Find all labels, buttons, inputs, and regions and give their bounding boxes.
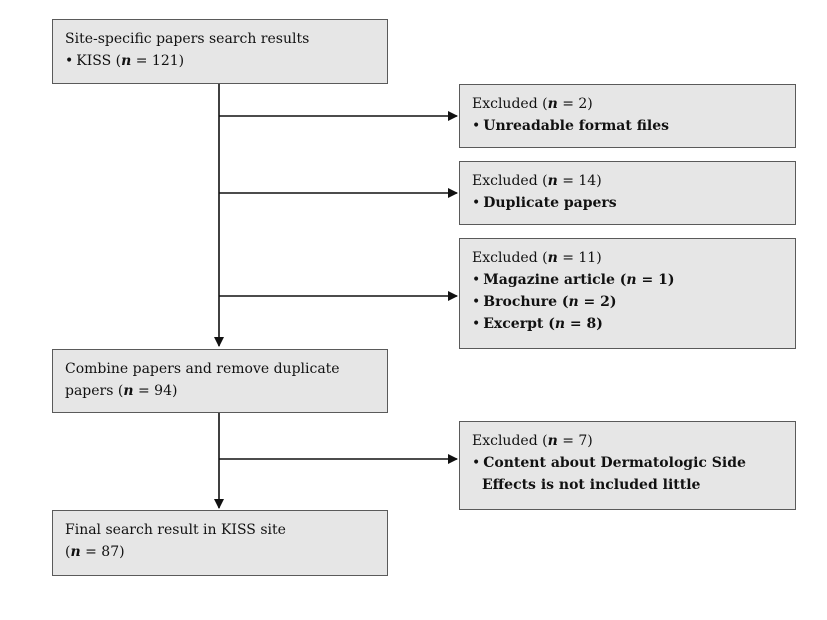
search-results-box: Site-specific papers search results KISS… [52,19,388,84]
excluded-2-item: Duplicate papers [472,192,783,214]
excluded-3-title: Excluded (n = 11) [472,250,602,266]
excluded-3-item: Excerpt (n = 8) [472,313,783,335]
excluded-box-4: Excluded (n = 7) Content about Dermatolo… [459,421,796,510]
excluded-4-title: Excluded (n = 7) [472,433,593,449]
final-result-box: Final search result in KISS site (n = 87… [52,510,388,576]
combine-line-2: papers (n = 94) [65,383,178,399]
excluded-3-item: Magazine article (n = 1) [472,269,783,291]
excluded-4-item-cont: Effects is not included little [482,477,701,493]
combine-papers-box: Combine papers and remove duplicate pape… [52,349,388,413]
excluded-box-1: Excluded (n = 2) Unreadable format files [459,84,796,148]
search-results-title: Site-specific papers search results [65,31,310,47]
final-line-2: (n = 87) [65,544,125,560]
excluded-1-item: Unreadable format files [472,115,783,137]
final-line-1: Final search result in KISS site [65,522,286,538]
excluded-box-2: Excluded (n = 14) Duplicate papers [459,161,796,225]
excluded-box-3: Excluded (n = 11) Magazine article (n = … [459,238,796,349]
search-results-source: KISS (n = 121) [65,50,375,72]
excluded-2-title: Excluded (n = 14) [472,173,602,189]
excluded-3-item: Brochure (n = 2) [472,291,783,313]
excluded-4-item: Content about Dermatologic Side [472,452,783,474]
excluded-1-title: Excluded (n = 2) [472,96,593,112]
combine-line-1: Combine papers and remove duplicate [65,361,340,377]
